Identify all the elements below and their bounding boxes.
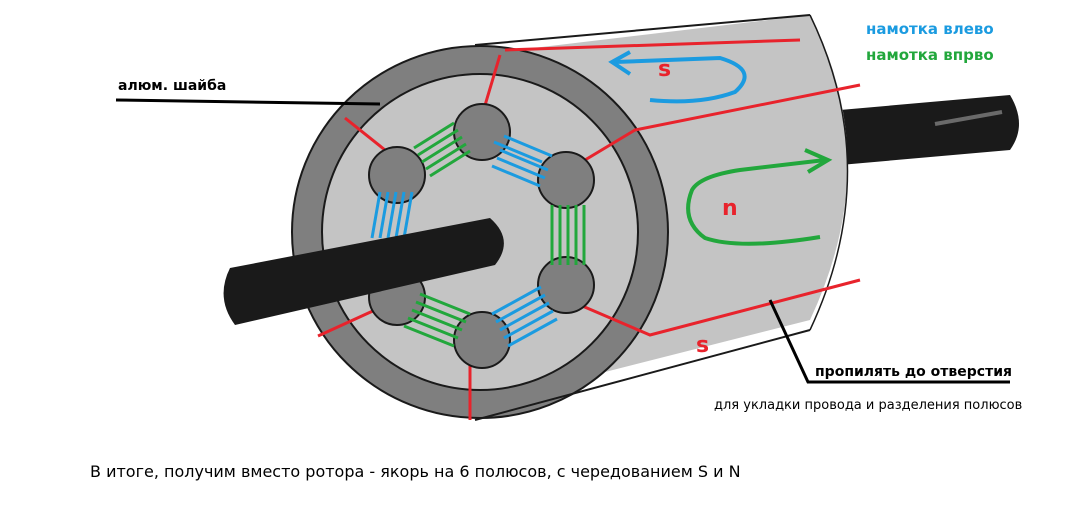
pole-top-label: s xyxy=(658,57,672,82)
legend-right-winding: намотка впрво xyxy=(866,46,994,64)
cut-label: пропилять до отверстия xyxy=(815,364,1012,380)
winding-green-right xyxy=(550,205,586,265)
summary-text: В итоге, получим вместо ротора - якорь н… xyxy=(90,462,741,481)
purpose-label: для укладки провода и разделения полюсов xyxy=(714,398,1023,413)
washer-label: алюм. шайба xyxy=(118,78,227,94)
arrow-right-winding xyxy=(686,158,826,246)
washer-leader xyxy=(115,98,381,106)
rear-shaft xyxy=(840,95,1019,165)
pole-teeth xyxy=(368,103,595,369)
winding-blue-top xyxy=(491,134,553,188)
pole-middle-label: n xyxy=(722,196,738,221)
winding-blue-left xyxy=(370,191,414,239)
winding-green-bottom xyxy=(403,292,471,348)
cut-leader xyxy=(768,299,1010,384)
legend-left-winding: намотка влево xyxy=(866,20,994,38)
pole-bottom-label: s xyxy=(696,333,710,358)
cut-lines xyxy=(317,38,861,420)
winding-green-top xyxy=(413,121,471,178)
winding-blue-bottom xyxy=(491,285,558,348)
arrow-left-winding xyxy=(614,55,747,104)
front-shaft xyxy=(223,218,504,325)
